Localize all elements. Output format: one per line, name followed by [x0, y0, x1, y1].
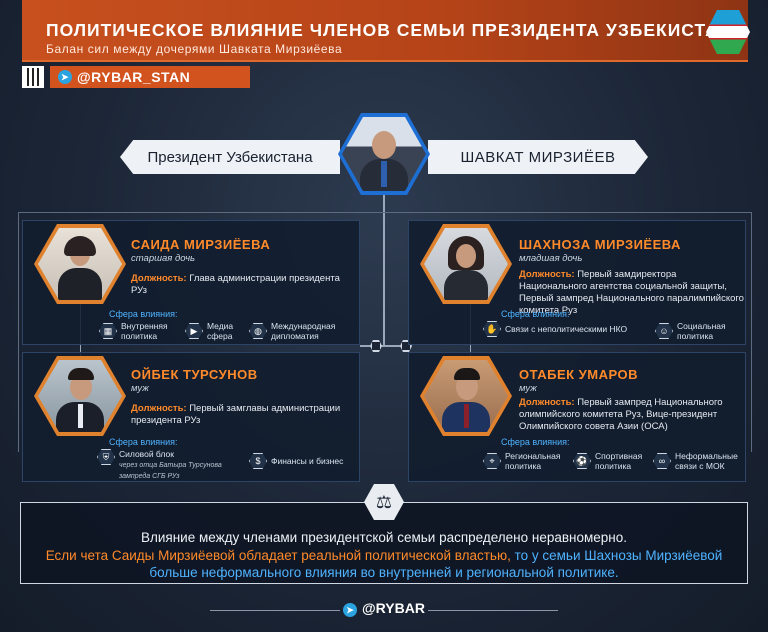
page-title: ПОЛИТИЧЕСКОЕ ВЛИЯНИЕ ЧЛЕНОВ СЕМЬИ ПРЕЗИД… [46, 20, 746, 40]
footer-handle[interactable]: ➤ @RYBAR [0, 600, 768, 617]
connector-node [370, 340, 382, 352]
handshake-icon: ✋ [483, 321, 501, 337]
footer-handle-text: @RYBAR [362, 600, 425, 616]
channel-handle[interactable]: ➤ @RYBAR_STAN [50, 66, 250, 88]
shahnoza-influence-2: ☺ Социальная политика [655, 321, 745, 341]
shahnoza-influence-1: ✋ Связи с неполитическими НКО [483, 321, 663, 337]
otabek-influence-1: ⌖ Региональная политика [483, 451, 569, 471]
sphere-title: Сфера влияния: [109, 309, 178, 319]
summary-line-1: Влияние между членами президентской семь… [140, 530, 628, 545]
saida-portrait [38, 228, 122, 300]
president-name-label: ШАВКАТ МИРЗИЁЕВ [428, 140, 648, 174]
oybek-influence-2: $ Финансы и бизнес [249, 453, 359, 469]
telegram-icon: ➤ [58, 70, 72, 84]
saida-influence-1: ▦ Внутренняя политика [99, 321, 189, 341]
otabek-position: Должность: Первый зампред Национального … [519, 397, 744, 433]
position-label: Должность: [519, 269, 575, 280]
footer-divider [428, 610, 558, 611]
otabek-influence-3: ∞ Неформальные связи с МОК [653, 451, 745, 471]
sport-icon: ⚽ [573, 453, 591, 469]
otabek-influence-2: ⚽ Спортивная политика [573, 451, 659, 471]
saida-name: САИДА МИРЗИЁЕВА [131, 237, 271, 252]
connector-line [751, 212, 752, 452]
connector-line [18, 212, 19, 452]
map-icon: ⌖ [483, 453, 501, 469]
sphere-title: Сфера влияния: [501, 437, 570, 447]
footer-divider [210, 610, 340, 611]
summary-highlight-saida: Если чета Саиды Мирзиёевой обладает реал… [45, 548, 511, 563]
position-label: Должность: [519, 397, 575, 408]
money-icon: $ [249, 453, 267, 469]
summary-line-2: Если чета Саиды Мирзиёевой обладает реал… [20, 547, 748, 581]
otabek-role: муж [519, 383, 537, 394]
saida-position-text: Глава администрации президента РУз [131, 273, 340, 296]
connector-line [383, 195, 385, 345]
shield-icon: ⛨ [97, 449, 115, 465]
connector-line [18, 212, 752, 213]
page-subtitle: Балан сил между дочерями Шавката Мирзиёе… [46, 42, 343, 56]
shahnoza-position-text: Первый замдиректора Национального агентс… [519, 269, 744, 316]
rings-icon: ∞ [653, 453, 671, 469]
qr-code-icon [22, 66, 44, 88]
telegram-icon: ➤ [343, 603, 358, 617]
connector-line [360, 345, 408, 347]
shahnoza-position: Должность: Первый замдиректора Националь… [519, 269, 744, 317]
globe-icon: ◍ [249, 323, 267, 339]
shahnoza-name: ШАХНОЗА МИРЗИЁЕВА [519, 237, 681, 252]
position-label: Должность: [131, 273, 187, 284]
saida-influence-2: ▶ Медиа сфера [185, 321, 255, 341]
oybek-role: муж [131, 383, 149, 394]
saida-influence-3: ◍ Международная дипломатия [249, 321, 359, 341]
header-banner: ПОЛИТИЧЕСКОЕ ВЛИЯНИЕ ЧЛЕНОВ СЕМЬИ ПРЕЗИД… [22, 0, 750, 62]
building-icon: ▦ [99, 323, 117, 339]
otabek-name: ОТАБЕК УМАРОВ [519, 367, 638, 382]
saida-role: старшая дочь [131, 253, 196, 264]
shahnoza-role: младшая дочь [519, 253, 583, 264]
president-title-text: Президент Узбекистана [147, 148, 313, 166]
president-title-label: Президент Узбекистана [120, 140, 340, 174]
summary-line-3: больше неформального влияния во внутренн… [149, 565, 619, 580]
sphere-title: Сфера влияния: [109, 437, 178, 447]
president-name-text: ШАВКАТ МИРЗИЁЕВ [460, 148, 616, 166]
oybek-position-text: Первый замглавы администрации президента… [131, 403, 341, 426]
oybek-influence-1: ⛨ Силовой блок через отца Батыра Турсуно… [97, 449, 247, 481]
oybek-portrait [38, 360, 122, 432]
oybek-position: Должность: Первый замглавы администрации… [131, 403, 346, 427]
sphere-title: Сфера влияния: [501, 309, 570, 319]
position-label: Должность: [131, 403, 187, 414]
channel-handle-text: @RYBAR_STAN [77, 69, 191, 85]
oybek-name: ОЙБЕК ТУРСУНОВ [131, 367, 258, 382]
otabek-position-text: Первый зампред Национального олимпийског… [519, 397, 723, 432]
saida-position: Должность: Глава администрации президент… [131, 273, 346, 297]
otabek-portrait [424, 360, 508, 432]
shahnoza-portrait [424, 228, 508, 300]
uzbekistan-flag-icon [706, 10, 750, 54]
media-icon: ▶ [185, 323, 203, 339]
people-icon: ☺ [655, 323, 673, 339]
summary-highlight-shahnoza: то у семьи Шахнозы Мирзиёевой [510, 548, 723, 563]
